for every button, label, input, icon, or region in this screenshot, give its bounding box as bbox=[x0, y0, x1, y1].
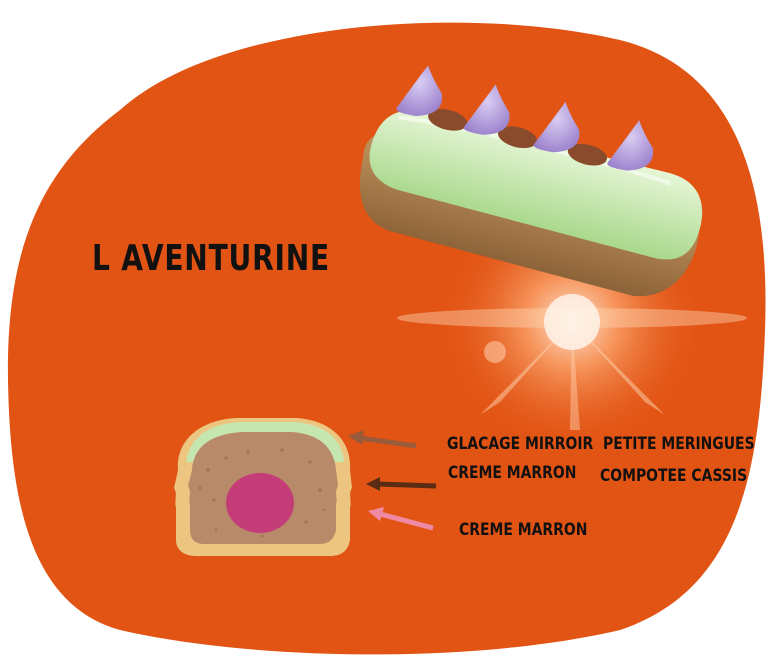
dessert-title: L AVENTURINE bbox=[92, 238, 330, 279]
label-petite-meringues: PETITE MERINGUES bbox=[603, 434, 755, 454]
annotation-arrows bbox=[348, 430, 437, 531]
label-compotee-cassis: COMPOTEE CASSIS bbox=[600, 466, 748, 486]
label-glacage-mirroir: GLACAGE MIRROIR bbox=[447, 434, 594, 454]
label-creme-marron-bottom: CREME MARRON bbox=[459, 520, 588, 540]
eclair-cross-section bbox=[174, 418, 352, 556]
eclair-illustration bbox=[360, 65, 703, 297]
label-creme-marron-top: CREME MARRON bbox=[448, 463, 577, 483]
